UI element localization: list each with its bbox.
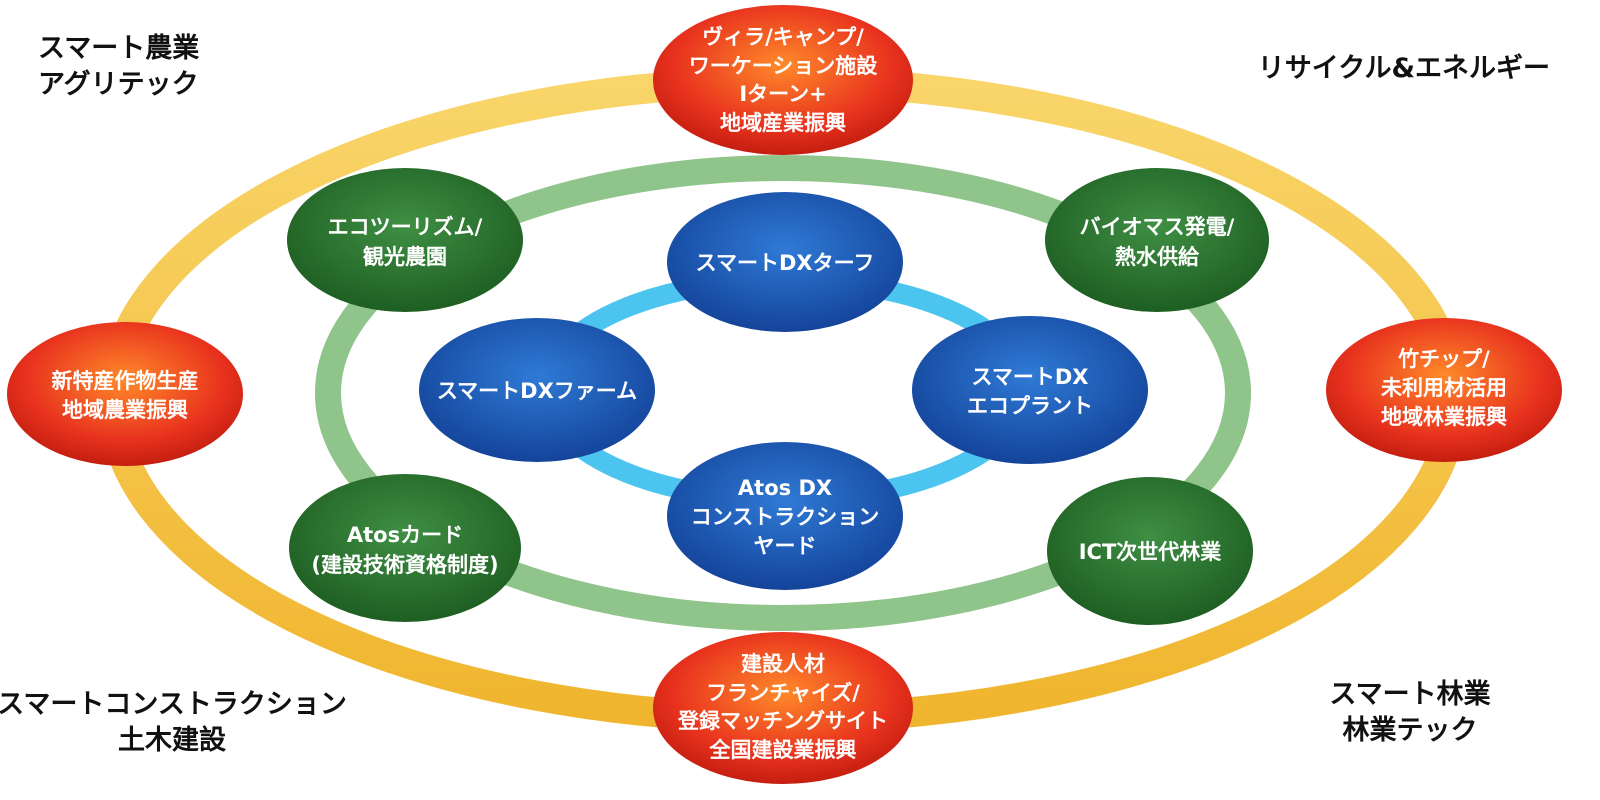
node-atos-card: Atosカード (建設技術資格制度) <box>289 474 521 622</box>
node-atos-card-line-2: (建設技術資格制度) <box>311 553 498 577</box>
middle-ring <box>315 155 1251 631</box>
node-ict-forestry: ICT次世代林業 <box>1047 477 1253 625</box>
node-villa-camp-line-3: Iターン+ <box>739 82 826 106</box>
node-atos-card-line-1: Atosカード <box>347 523 463 547</box>
node-ecotourism-line-2: 観光農園 <box>363 245 447 269</box>
node-new-crop-line-2: 地域農業振興 <box>62 398 188 422</box>
corner-smart-agri-line-2: アグリテック <box>38 68 199 100</box>
node-biomass-line-1: バイオマス発電/ <box>1080 215 1235 239</box>
node-dx-construction-yard: Atos DX コンストラクション ヤード <box>667 442 903 590</box>
node-construction-talent-line-1: 建設人材 <box>741 652 825 676</box>
node-dx-farm-line-1: スマートDXファーム <box>437 379 637 403</box>
node-villa-camp-line-2: ワーケーション施設 <box>689 54 879 78</box>
corner-smart-construction-line-1: スマートコンストラクション <box>0 689 347 720</box>
node-new-crop: 新特産作物生産 地域農業振興 <box>7 322 243 466</box>
node-villa-camp-line-1: ヴィラ/キャンプ/ <box>702 25 864 49</box>
node-villa-camp-line-4: 地域産業振興 <box>720 111 846 135</box>
node-construction-talent: 建設人材 フランチャイズ/ 登録マッチングサイト 全国建設業振興 <box>653 632 913 784</box>
node-new-crop-line-1: 新特産作物生産 <box>52 369 199 393</box>
node-dx-construction-yard-line-1: Atos DX <box>738 476 832 500</box>
corner-recycle-energy-line-1: リサイクル&エネルギー <box>1258 53 1550 84</box>
corner-smart-forestry-line-1: スマート林業 <box>1329 679 1490 710</box>
node-ecotourism: エコツーリズム/ 観光農園 <box>287 168 523 312</box>
node-construction-talent-line-3: 登録マッチングサイト <box>677 709 888 733</box>
corner-smart-construction-line-2: 土木建設 <box>118 724 227 756</box>
node-bamboo-chip-line-1: 竹チップ/ <box>1397 347 1490 371</box>
node-biomass-line-2: 熱水供給 <box>1115 245 1200 269</box>
node-biomass: バイオマス発電/ 熱水供給 <box>1045 168 1269 312</box>
node-dx-turf-line-1: スマートDXターフ <box>696 251 875 275</box>
node-ecotourism-line-1: エコツーリズム/ <box>328 215 483 239</box>
node-construction-talent-line-2: フランチャイズ/ <box>706 681 860 705</box>
node-dx-turf: スマートDXターフ <box>667 192 903 332</box>
corner-labels: スマート農業 アグリテック リサイクル&エネルギー スマートコンストラクション … <box>0 33 1550 756</box>
node-ict-forestry-line-1: ICT次世代林業 <box>1079 540 1223 564</box>
node-villa-camp: ヴィラ/キャンプ/ ワーケーション施設 Iターン+ 地域産業振興 <box>653 5 913 155</box>
node-bamboo-chip: 竹チップ/ 未利用材活用 地域林業振興 <box>1326 318 1562 462</box>
node-dx-ecoplant-line-2: エコプラント <box>967 394 1093 418</box>
node-dx-construction-yard-line-2: コンストラクション <box>691 505 880 529</box>
node-dx-construction-yard-line-3: ヤード <box>754 534 817 558</box>
corner-smart-agri-line-1: スマート農業 <box>38 33 199 64</box>
node-bamboo-chip-line-3: 地域林業振興 <box>1381 405 1507 429</box>
node-dx-ecoplant: スマートDX エコプラント <box>912 316 1148 464</box>
node-construction-talent-line-4: 全国建設業振興 <box>709 738 857 762</box>
node-bamboo-chip-line-2: 未利用材活用 <box>1381 376 1507 400</box>
node-dx-ecoplant-line-1: スマートDX <box>972 365 1089 389</box>
corner-smart-forestry-line-2: 林業テック <box>1343 715 1478 746</box>
node-dx-farm: スマートDXファーム <box>419 318 655 462</box>
